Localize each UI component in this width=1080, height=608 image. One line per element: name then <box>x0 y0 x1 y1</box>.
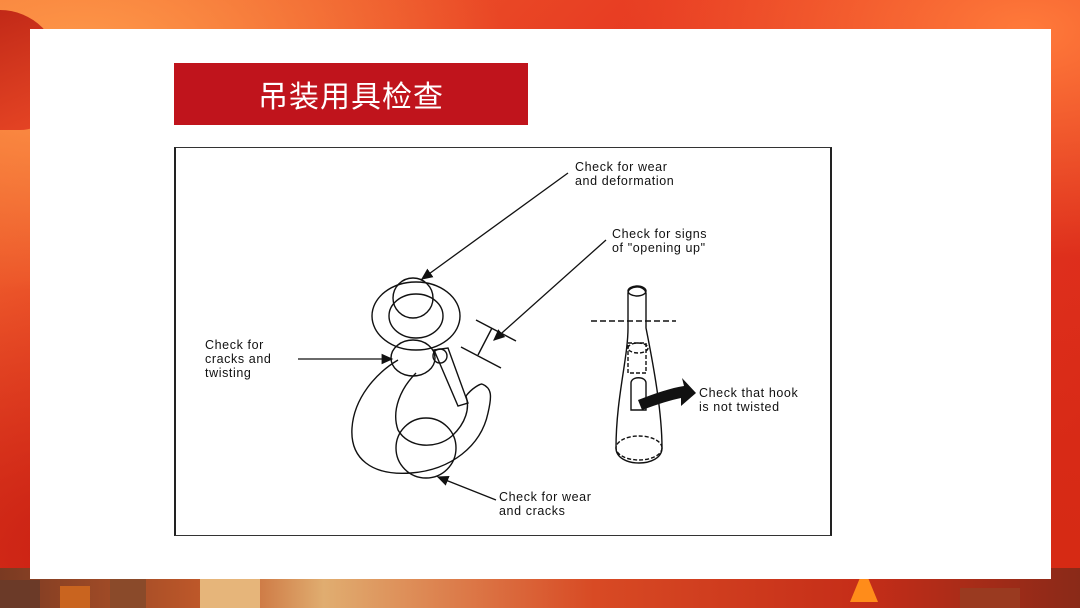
leader-wear-deformation <box>420 172 569 280</box>
slide-title: 吊装用具检查 <box>258 80 444 115</box>
leader-wear-cracks <box>436 475 497 501</box>
shackle-outer-ring <box>371 281 461 351</box>
twist-arrow-icon <box>638 378 696 410</box>
title-bar: 吊装用具检查 <box>174 63 528 125</box>
side-hook-body <box>615 286 663 464</box>
latch-pivot <box>432 348 448 364</box>
hook-inner-curve <box>395 372 469 446</box>
leader-opening-up <box>493 239 607 341</box>
label-cracks-twisting: Check for cracks and twisting <box>205 338 272 380</box>
shackle-inner-ring <box>388 293 444 339</box>
hook-neck <box>390 339 436 377</box>
hook-tip <box>465 383 483 397</box>
inspection-circle-top <box>392 277 434 319</box>
building-shape <box>0 580 40 608</box>
label-wear-deformation: Check for wear and deformation <box>575 160 675 188</box>
label-hook-not-twisted: Check that hook is not twisted <box>699 386 799 414</box>
inspection-circle-bottom <box>395 417 457 479</box>
label-opening-up: Check for signs of "opening up" <box>612 227 708 255</box>
safety-latch <box>432 347 469 407</box>
hook-inspection-diagram: Check for wear and deformation Check for… <box>174 147 832 536</box>
hook-drawing <box>298 172 696 501</box>
building-shape <box>60 586 90 608</box>
building-shape <box>200 574 260 608</box>
building-shape <box>110 578 146 608</box>
label-wear-cracks: Check for wear and cracks <box>499 490 592 518</box>
building-shape <box>960 588 1020 608</box>
hook-body <box>351 359 492 474</box>
